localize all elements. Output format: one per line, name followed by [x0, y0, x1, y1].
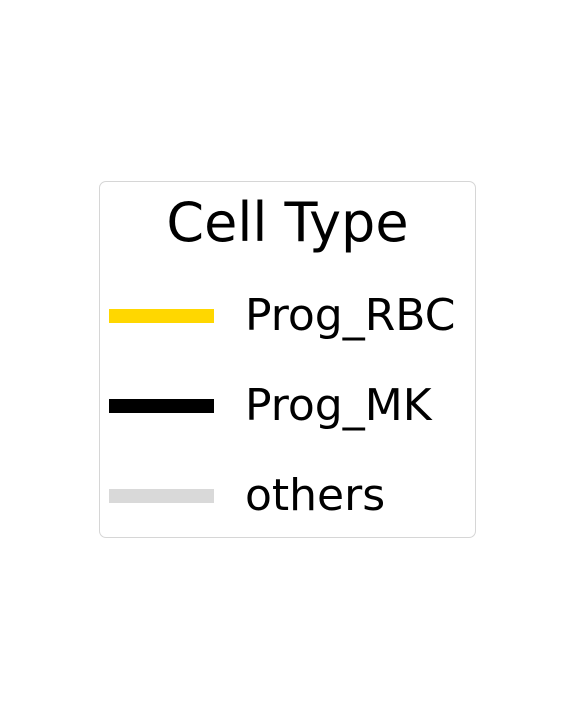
- legend-swatch: [109, 309, 214, 323]
- legend-label: Prog_MK: [245, 380, 432, 431]
- legend-box: [99, 181, 476, 538]
- legend-entry: Prog_MK: [109, 381, 469, 431]
- legend-swatch: [109, 489, 214, 503]
- legend-label: Prog_RBC: [245, 290, 456, 341]
- legend-label: others: [245, 470, 386, 521]
- legend-entry: Prog_RBC: [109, 291, 469, 341]
- legend-swatch: [109, 399, 214, 413]
- legend-entry: others: [109, 471, 469, 521]
- legend-title: Cell Type: [166, 191, 409, 254]
